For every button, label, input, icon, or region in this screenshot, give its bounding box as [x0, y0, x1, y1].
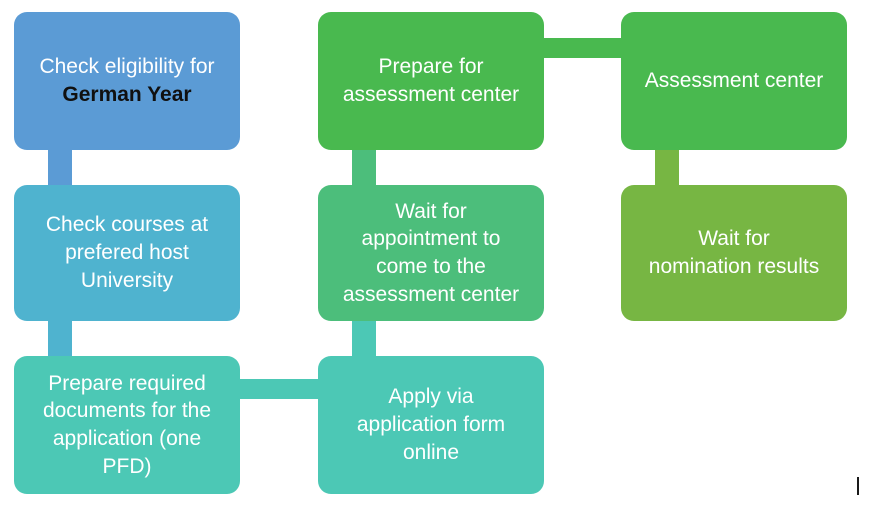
node-prepare-for-assessment-center[interactable]: Prepare for assessment center [318, 12, 544, 150]
node-label: Prepare for assessment center [342, 55, 520, 106]
node-apply-via-application-form-online[interactable]: Apply via application form online [318, 356, 544, 494]
node-label: Assessment center [644, 69, 824, 93]
node-label: Wait for appointment to come to the asse… [342, 199, 520, 306]
connector-eligibility-to-courses [48, 148, 72, 187]
node-label: Check courses at prefered host Universit… [45, 213, 209, 292]
node-check-courses[interactable]: Check courses at prefered host Universit… [14, 185, 240, 321]
node-wait-for-appointment[interactable]: Wait for appointment to come to the asse… [318, 185, 544, 321]
connector-apply-online-to-wait-appointment [352, 319, 376, 358]
connector-wait-appointment-to-prepare-assessment [352, 148, 376, 187]
node-wait-for-nomination-results[interactable]: Wait for nomination results [621, 185, 847, 321]
connector-courses-to-documents [48, 319, 72, 358]
connector-prepare-assessment-to-assessment-center [542, 38, 623, 58]
connector-assessment-center-to-wait-nomination [655, 148, 679, 187]
node-label-emphasis: German Year [62, 83, 192, 106]
text-caret [857, 477, 859, 495]
node-label: Wait for nomination results [648, 227, 820, 278]
node-label: Prepare required documents for the appli… [42, 371, 212, 478]
node-prepare-documents[interactable]: Prepare required documents for the appli… [14, 356, 240, 494]
node-label: Check eligibility for [39, 55, 215, 79]
connector-documents-to-apply-online [239, 379, 320, 399]
node-label: Apply via application form online [356, 385, 506, 464]
node-assessment-center[interactable]: Assessment center [621, 12, 847, 150]
